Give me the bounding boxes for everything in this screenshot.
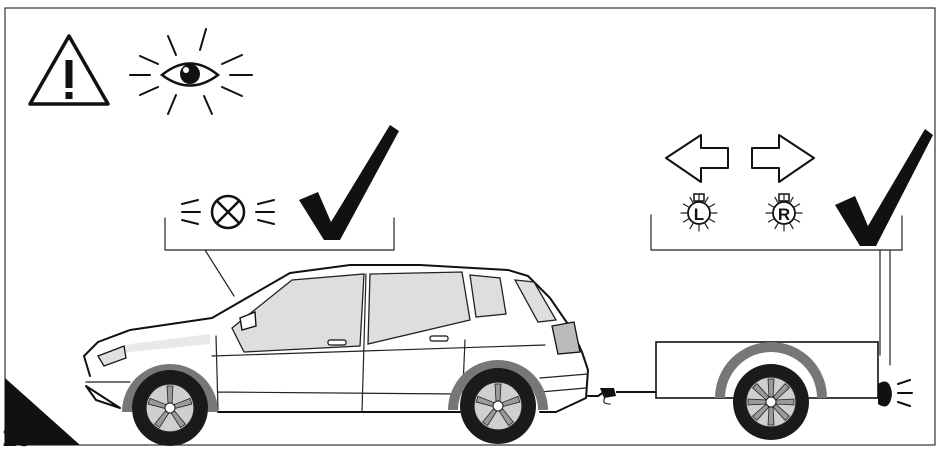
tow-hitch <box>588 388 658 404</box>
checkmark-icon <box>835 129 933 246</box>
warning-triangle-icon <box>30 36 108 104</box>
arrow-right-icon <box>752 135 814 182</box>
checkmark-icon <box>299 125 399 240</box>
arrow-left-icon <box>666 135 728 182</box>
eye-icon <box>130 29 252 114</box>
lamp-left-label: L <box>694 205 704 224</box>
brake-light-icon <box>182 196 274 228</box>
step-number: 15 <box>2 424 31 450</box>
trailer-illustration <box>656 342 912 440</box>
car-illustration <box>84 265 588 446</box>
lamp-right-label: R <box>778 205 790 224</box>
